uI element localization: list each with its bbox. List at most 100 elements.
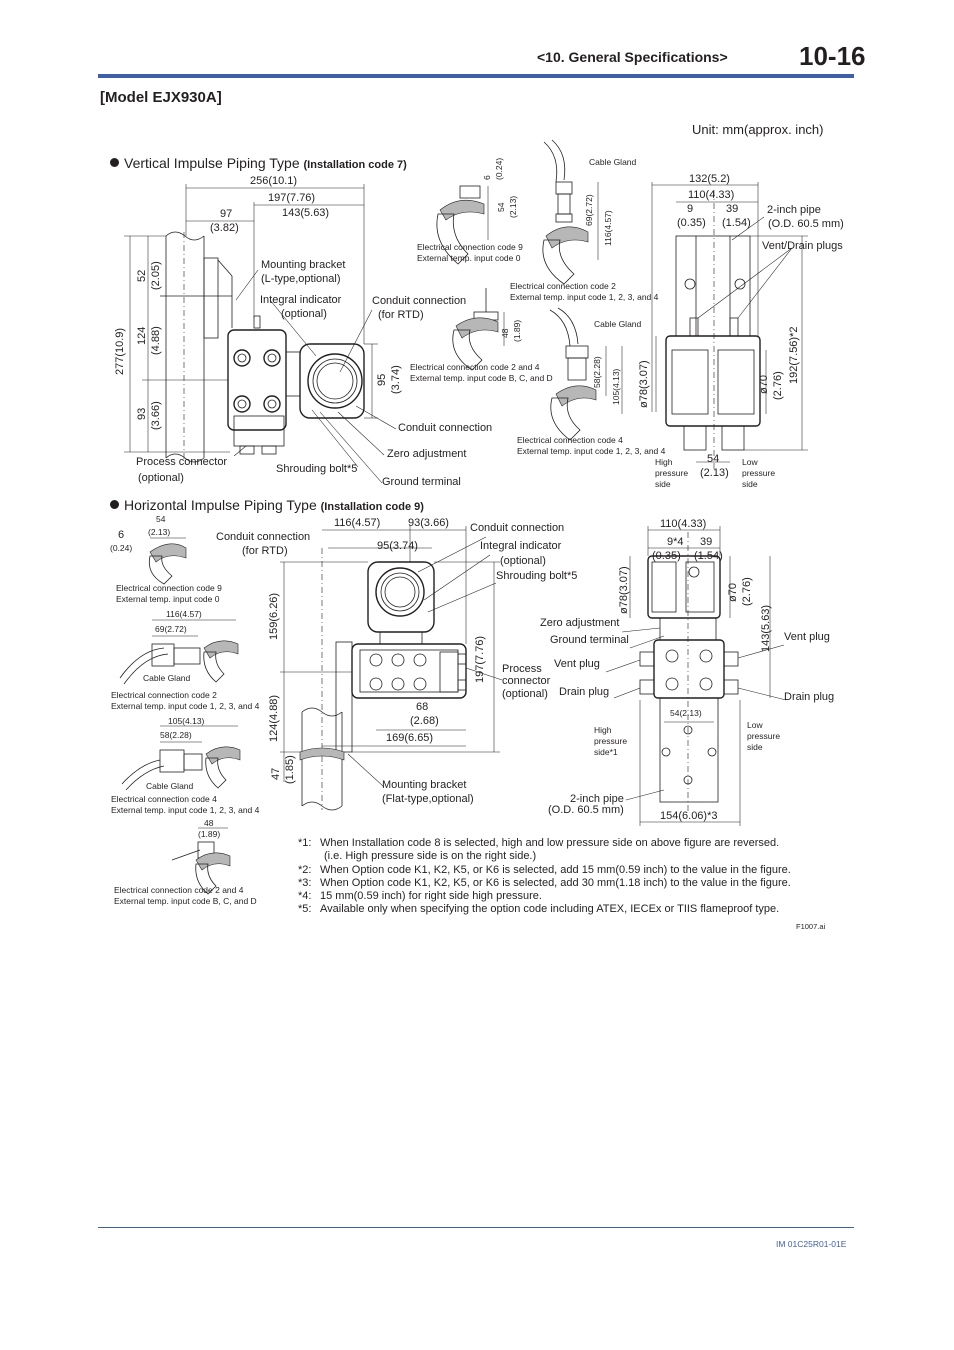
h-process-conn-sub: (optional) bbox=[502, 688, 548, 700]
h-cable-gland-1: Cable Gland bbox=[143, 673, 191, 683]
h-dim-197: 197(7.76) bbox=[474, 635, 486, 683]
h-pipe-label: 2-inch pipe bbox=[570, 793, 624, 805]
ground-terminal-label: Ground terminal bbox=[382, 476, 461, 488]
figure-id: F1007.ai bbox=[796, 922, 826, 931]
h-vent-plug-left: Vent plug bbox=[554, 658, 600, 670]
dim-97-in: (3.82) bbox=[210, 222, 239, 234]
dim-143: 143(5.63) bbox=[282, 207, 330, 219]
shrouding-bolt-label: Shrouding bolt*5 bbox=[276, 463, 358, 475]
h-elec4-label: Electrical connection code 4 bbox=[111, 794, 217, 804]
vertical-connection-views bbox=[436, 139, 623, 441]
vent-drain-plugs-label: Vent/Drain plugs bbox=[762, 240, 843, 252]
integral-indicator-sub: (optional) bbox=[281, 308, 327, 320]
horizontal-heading: Horizontal Impulse Piping Type (Installa… bbox=[110, 497, 424, 513]
dim-116: 116(4.57) bbox=[603, 210, 613, 246]
h-dim-169: 169(6.65) bbox=[386, 732, 434, 744]
h-low-pressure-side: Low pressure side bbox=[747, 720, 781, 752]
h-elec24-sub: External temp. input code B, C, and D bbox=[114, 896, 257, 906]
h-dim-9-in: (0.35) bbox=[652, 550, 681, 562]
dim-197: 197(7.76) bbox=[268, 192, 316, 204]
h-vent-plug-right: Vent plug bbox=[784, 631, 830, 643]
h-process-conn-label-2: connector bbox=[502, 675, 551, 687]
footnote: *4:15 mm(0.59 inch) for right side high … bbox=[298, 890, 542, 903]
h-dim-39: 39 bbox=[700, 536, 713, 548]
h-dim-110: 110(4.33) bbox=[660, 518, 707, 530]
h-dim-68-in: (2.68) bbox=[410, 715, 439, 727]
h-drain-plug-left: Drain plug bbox=[559, 686, 610, 698]
h-elec9-sub: External temp. input code 0 bbox=[116, 594, 220, 604]
h-dim-70: ø70 bbox=[727, 583, 739, 602]
low-pressure-side: Low pressure side bbox=[742, 457, 776, 489]
dim-70-in: (2.76) bbox=[772, 371, 784, 400]
pipe-sub: (O.D. 60.5 mm) bbox=[768, 218, 844, 230]
conduit-rtd-label: Conduit connection bbox=[372, 295, 467, 307]
h-dim-6: 6 bbox=[118, 529, 125, 541]
footnote: *2:When Option code K1, K2, K5, or K6 is… bbox=[298, 863, 791, 876]
elec24-sub: External temp. input code B, C, and D bbox=[410, 373, 553, 383]
dim-93: 93 bbox=[136, 407, 148, 420]
dim-93-in: (3.66) bbox=[150, 401, 162, 430]
dim-48: 48 bbox=[500, 328, 510, 338]
footnote: *3:When Option code K1, K2, K5, or K6 is… bbox=[298, 876, 791, 889]
process-connector-sub: (optional) bbox=[138, 472, 184, 484]
footnote: (i.e. High pressure side is on the right… bbox=[324, 850, 537, 863]
h-dim-48: 48 bbox=[204, 818, 214, 828]
model-title: [Model EJX930A] bbox=[100, 89, 222, 106]
h-conduit-rtd-label: Conduit connection bbox=[216, 531, 311, 543]
dim-97: 97 bbox=[220, 208, 233, 220]
dim-39: 39 bbox=[726, 203, 739, 215]
dim-6-in: (0.24) bbox=[494, 157, 504, 180]
dim-124: 124 bbox=[136, 326, 148, 345]
h-dim-9: 9*4 bbox=[667, 536, 684, 548]
h-mounting-bracket-label: Mounting bracket bbox=[382, 779, 467, 791]
dim-52-in: (2.05) bbox=[150, 261, 162, 290]
h-shrouding-bolt-label: Shrouding bolt*5 bbox=[496, 570, 578, 582]
h-high-pressure-side: High pressure side*1 bbox=[594, 725, 628, 757]
h-elec24-label: Electrical connection code 2 and 4 bbox=[114, 885, 244, 895]
dim-58: 58(2.28) bbox=[592, 356, 602, 388]
cable-gland-label-1: Cable Gland bbox=[589, 157, 637, 167]
h-integral-indicator-sub: (optional) bbox=[500, 555, 546, 567]
h-elec2-label: Electrical connection code 2 bbox=[111, 690, 217, 700]
doc-number: IM 01C25R01-01E bbox=[776, 1239, 847, 1249]
h-integral-indicator-label: Integral indicator bbox=[480, 540, 562, 552]
h-elec2-sub: External temp. input code 1, 2, 3, and 4 bbox=[111, 701, 260, 711]
h-dim-154: 154(6.06)*3 bbox=[660, 810, 718, 822]
dim-54-side: 54 bbox=[707, 453, 720, 465]
h-dim-124: 124(4.88) bbox=[268, 694, 280, 742]
dim-124-in: (4.88) bbox=[150, 326, 162, 355]
dim-70: ø70 bbox=[758, 375, 770, 394]
vertical-side-view bbox=[651, 182, 808, 472]
vertical-front-view bbox=[124, 184, 397, 484]
h-process-conn-label: Process bbox=[502, 663, 542, 675]
conduit-label: Conduit connection bbox=[398, 422, 493, 434]
elec2-label: Electrical connection code 2 bbox=[510, 281, 616, 291]
h-dim-47: 47 bbox=[270, 767, 282, 780]
cable-gland-label-2: Cable Gland bbox=[594, 319, 642, 329]
bullet-icon bbox=[110, 158, 119, 167]
footnote: *1:When Installation code 8 is selected,… bbox=[298, 837, 780, 849]
dim-110: 110(4.33) bbox=[688, 189, 735, 201]
dim-52: 52 bbox=[136, 269, 148, 282]
footnote: *5:Available only when specifying the op… bbox=[298, 903, 780, 916]
h-dim-6-in: (0.24) bbox=[110, 543, 133, 553]
h-dim-54-in: (2.13) bbox=[148, 527, 171, 537]
footnotes: *1:When Installation code 8 is selected,… bbox=[298, 837, 791, 917]
dim-48-in: (1.89) bbox=[512, 319, 522, 342]
dim-105: 105(4.13) bbox=[611, 368, 621, 405]
bullet-icon bbox=[110, 500, 119, 509]
h-pipe-sub: (O.D. 60.5 mm) bbox=[548, 804, 624, 816]
pipe-label: 2-inch pipe bbox=[767, 204, 821, 216]
elec2-sub: External temp. input code 1, 2, 3, and 4 bbox=[510, 292, 659, 302]
h-dim-70-in: (2.76) bbox=[741, 577, 753, 606]
horizontal-side-view bbox=[605, 526, 787, 826]
h-dim-69: 69(2.72) bbox=[155, 624, 187, 634]
h-zero-adjustment-label: Zero adjustment bbox=[540, 617, 620, 629]
h-dim-39-in: (1.54) bbox=[694, 550, 723, 562]
dim-132: 132(5.2) bbox=[689, 173, 730, 185]
h-dim-95: 95(3.74) bbox=[377, 540, 418, 552]
h-elec9-label: Electrical connection code 9 bbox=[116, 583, 222, 593]
h-elec4-sub: External temp. input code 1, 2, 3, and 4 bbox=[111, 805, 260, 815]
h-dim-48-in: (1.89) bbox=[198, 829, 221, 839]
dim-54-in: (2.13) bbox=[508, 195, 518, 218]
